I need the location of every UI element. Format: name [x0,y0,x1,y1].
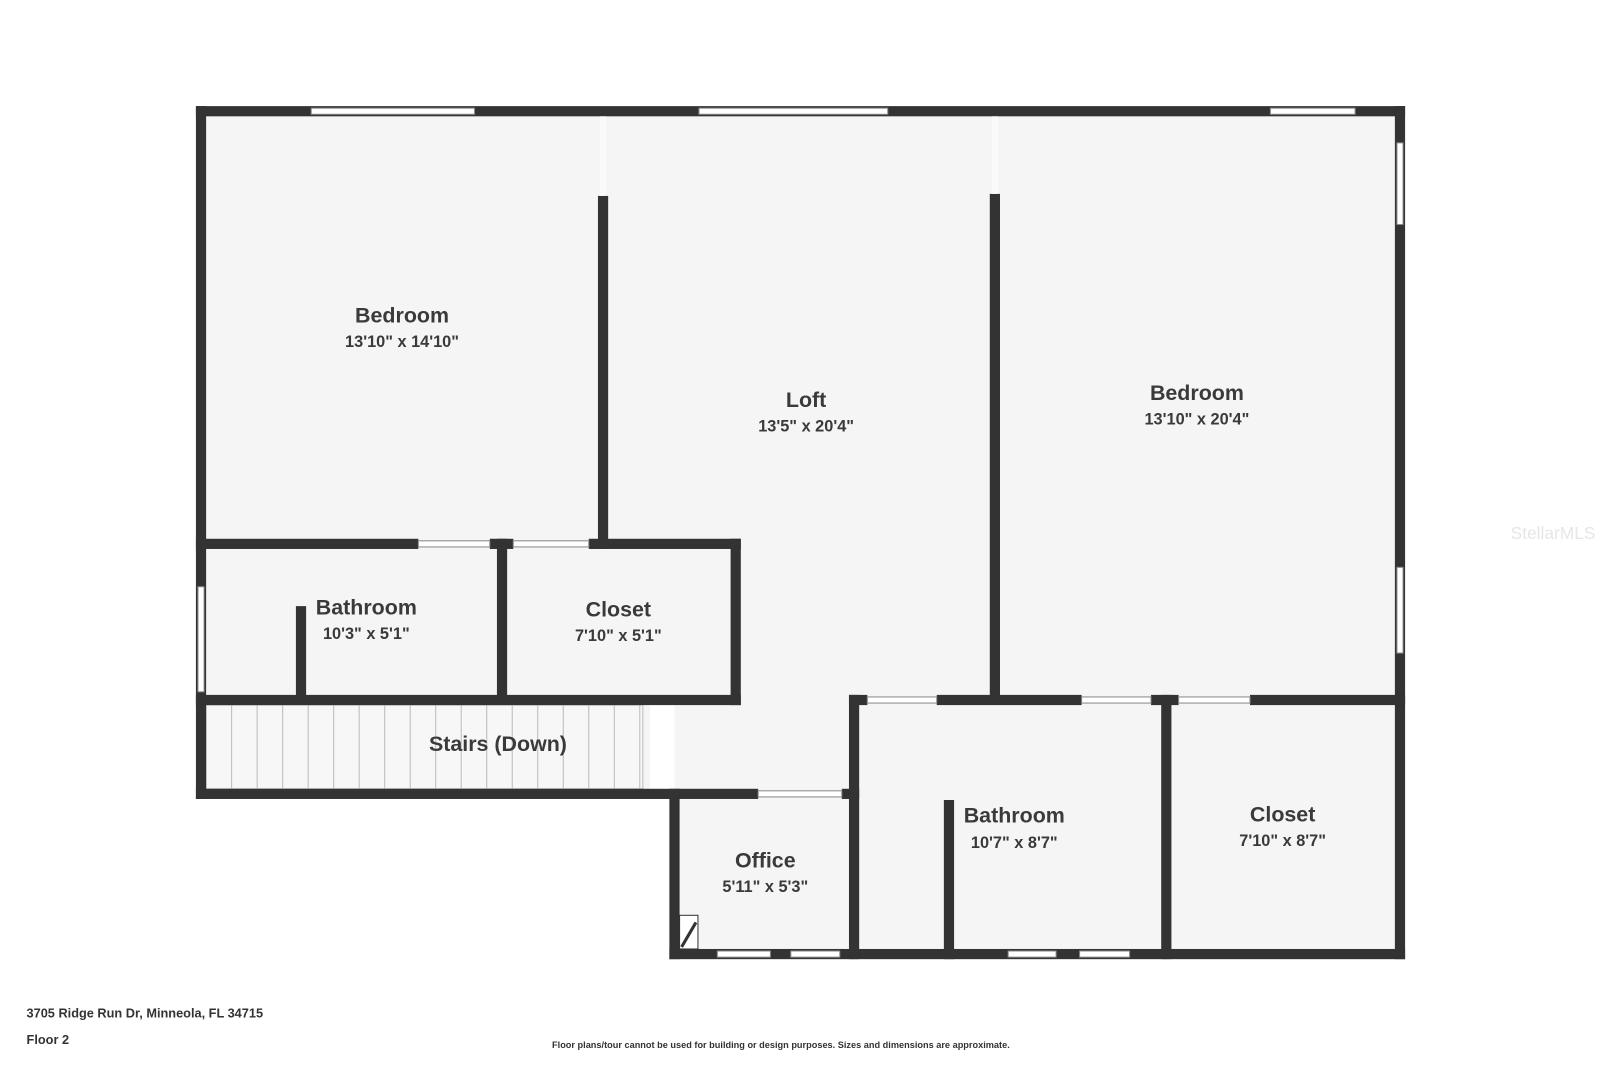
wall [989,193,1000,705]
wall [1249,694,1406,706]
wall [295,606,307,705]
window [310,107,475,115]
room-dims-office: 5'11" x 5'3" [722,878,808,896]
window [1396,142,1404,225]
window [790,950,841,958]
window [197,586,205,693]
room-floor [201,111,1400,700]
room-label-bedroom: Bedroom [355,303,449,327]
room-dims-closet-2: 7'10" x 8'7" [1239,832,1326,850]
doorway [1081,696,1152,704]
room-dims-closet: 7'10" x 5'1" [575,627,662,645]
room-dims-loft: 13'5" x 20'4" [758,418,854,436]
room-label-bathroom: Bathroom [316,595,417,619]
window [1007,950,1057,958]
stairs-area [205,704,644,790]
window [716,950,771,958]
room-label-loft: Loft [786,388,826,412]
wall [496,538,508,705]
utility-box-hatch [680,921,698,948]
wall [936,694,1082,706]
wall [943,799,955,960]
room-label-stairs: Stairs (Down) [429,732,567,756]
window [1396,566,1404,654]
floor-label: Floor 2 [26,1032,70,1047]
window [1079,950,1131,958]
window [698,107,889,115]
wall [195,106,207,799]
door-opening [991,116,998,194]
doorway [512,540,590,548]
wall [848,694,868,706]
wall [669,788,680,960]
disclaimer: Floor plans/tour cannot be used for buil… [552,1039,1010,1050]
room-label-bedroom-2: Bedroom [1150,381,1244,405]
wall [730,538,741,706]
room-label-closet-2: Closet [1250,802,1315,826]
doorway [866,696,938,704]
room-dims-bathroom: 10'3" x 5'1" [323,625,410,643]
door-opening [599,116,607,196]
window [1269,107,1356,115]
room-label-office: Office [735,848,796,872]
room-floor [674,699,1400,955]
wall [1394,106,1406,960]
watermark: StellarMLS [1511,523,1596,543]
room-dims-bedroom: 13'10" x 14'10" [345,333,459,351]
room-dims-bathroom-2: 10'7" x 8'7" [971,834,1058,852]
room-dims-bedroom-2: 13'10" x 20'4" [1144,410,1249,428]
room-label-closet: Closet [586,597,651,621]
room-label-bathroom-2: Bathroom [964,803,1065,827]
doorway [1178,696,1251,704]
wall [597,195,609,549]
wall [195,788,759,799]
doorway [417,540,491,548]
wall [195,694,741,706]
wall [195,538,419,549]
address: 3705 Ridge Run Dr, Minneola, FL 34715 [26,1006,264,1021]
doorway [757,790,843,798]
wall [588,538,741,549]
wall [848,694,860,960]
wall [1161,694,1172,960]
